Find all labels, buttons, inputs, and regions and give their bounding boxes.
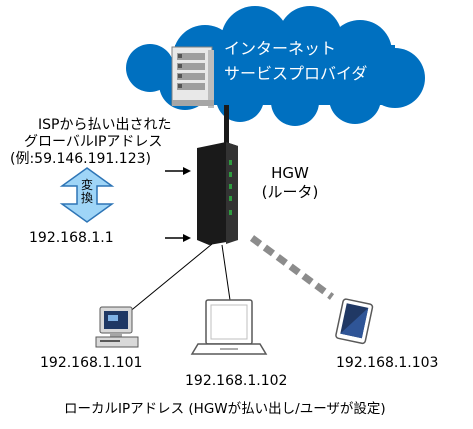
conversion-double-arrow: [59, 167, 115, 223]
local-ip-pointer-arrow: [165, 234, 191, 242]
wireless-link-tablet: [249, 235, 335, 300]
global-ip-pointer-arrow: [165, 167, 191, 175]
device-ip-tablet: 192.168.1.103: [336, 355, 439, 371]
laptop-icon: [190, 299, 268, 355]
device-ip-desktop: 192.168.1.101: [40, 355, 143, 371]
device-ip-laptop: 192.168.1.102: [185, 373, 288, 389]
isp-name-line1: インターネット: [224, 39, 337, 58]
isp-name-line2: サービスプロバイダ: [224, 64, 368, 83]
conversion-char-2: 換: [80, 191, 93, 205]
conversion-label: 変 換: [79, 179, 95, 205]
wired-link-desktop: [127, 243, 213, 314]
tablet-icon: [335, 298, 374, 345]
conversion-char-1: 変: [80, 178, 93, 192]
router-antenna: [224, 105, 229, 147]
router-icon: [197, 142, 238, 245]
hgw-subtitle: (ルータ): [261, 183, 319, 201]
global-ip-label-line2: グローバルIPアドレス: [24, 134, 163, 150]
local-ip-caption: ローカルIPアドレス (HGWが払い出し/ユーザが設定): [64, 401, 386, 417]
hgw-title: HGW: [271, 164, 309, 182]
global-ip-example: (例:59.146.191.123): [10, 151, 151, 167]
server-icon: [171, 46, 214, 108]
wired-link-laptop: [221, 244, 231, 301]
global-ip-label-line1: ISPから払い出された: [38, 117, 172, 133]
local-gateway-ip: 192.168.1.1: [29, 230, 114, 246]
desktop-pc-icon: [95, 306, 139, 348]
